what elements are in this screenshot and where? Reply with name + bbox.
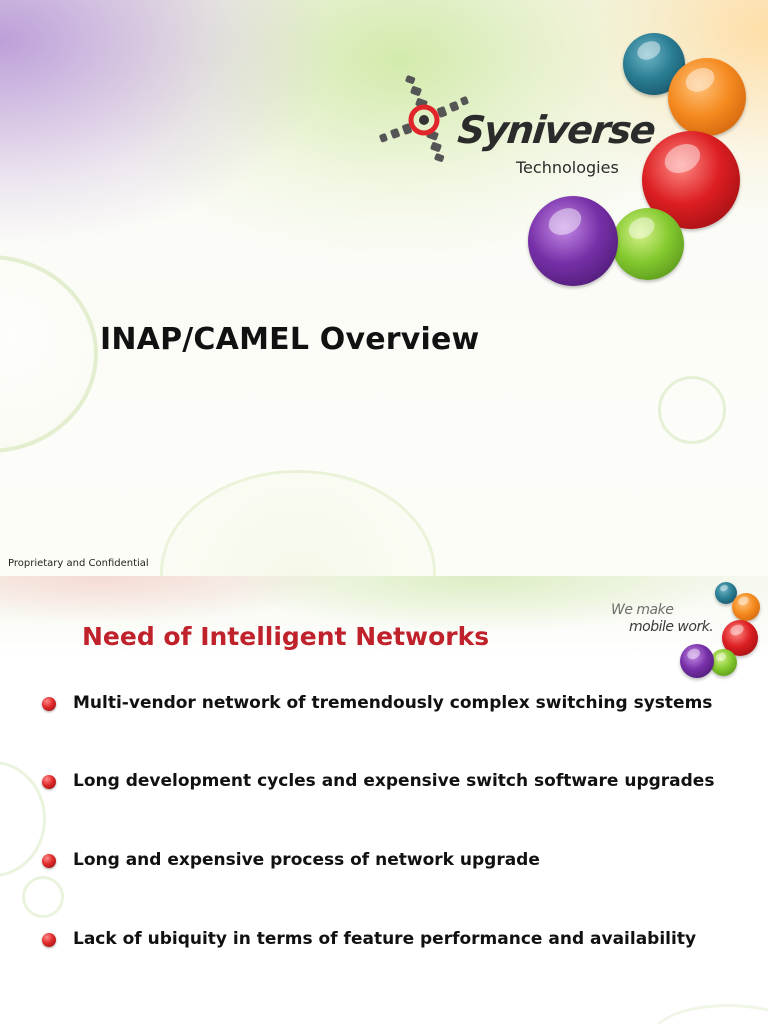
list-item: Lack of ubiquity in terms of feature per… xyxy=(42,929,762,953)
teal-ball-icon xyxy=(715,582,737,604)
green-ball-icon xyxy=(710,649,737,676)
bullet-icon xyxy=(42,775,56,789)
registered-mark: ® xyxy=(611,124,620,134)
purple-ball-icon xyxy=(528,196,618,286)
syniverse-logo-icon xyxy=(379,75,469,162)
bullet-icon xyxy=(42,933,56,947)
decorative-ring xyxy=(22,876,64,918)
brand-name: Syniverse xyxy=(455,108,657,152)
tagline-line2: mobile work. xyxy=(629,619,714,635)
decorative-ring xyxy=(650,1004,768,1024)
decorative-ring xyxy=(160,470,436,576)
title-slide: Syniverse ® Technologies INAP/CAMEL Over… xyxy=(0,0,768,576)
slide-title: INAP/CAMEL Overview xyxy=(100,322,480,357)
decorative-ring xyxy=(0,255,98,453)
slide-title: Need of Intelligent Networks xyxy=(82,622,490,651)
green-ball-icon xyxy=(612,208,684,280)
list-item: Long development cycles and expensive sw… xyxy=(42,771,762,795)
brand-subtitle: Technologies xyxy=(516,158,619,177)
tagline-line1: We make xyxy=(611,602,674,618)
purple-ball-icon xyxy=(680,644,714,678)
confidentiality-footer: Proprietary and Confidential xyxy=(8,558,149,569)
orange-ball-icon xyxy=(732,593,760,621)
orange-ball-icon xyxy=(668,58,746,136)
list-item: Multi-vendor network of tremendously com… xyxy=(42,693,762,717)
bullet-text: Long development cycles and expensive sw… xyxy=(73,771,715,791)
decorative-ring xyxy=(0,761,46,877)
bullet-icon xyxy=(42,697,56,711)
bullet-text: Multi-vendor network of tremendously com… xyxy=(73,693,713,713)
decorative-ring xyxy=(658,376,726,444)
bullet-text: Long and expensive process of network up… xyxy=(73,850,540,870)
content-slide: We make mobile work. Need of Intelligent… xyxy=(0,576,768,1024)
bullet-icon xyxy=(42,854,56,868)
bullet-text: Lack of ubiquity in terms of feature per… xyxy=(73,929,697,949)
list-item: Long and expensive process of network up… xyxy=(42,850,762,874)
